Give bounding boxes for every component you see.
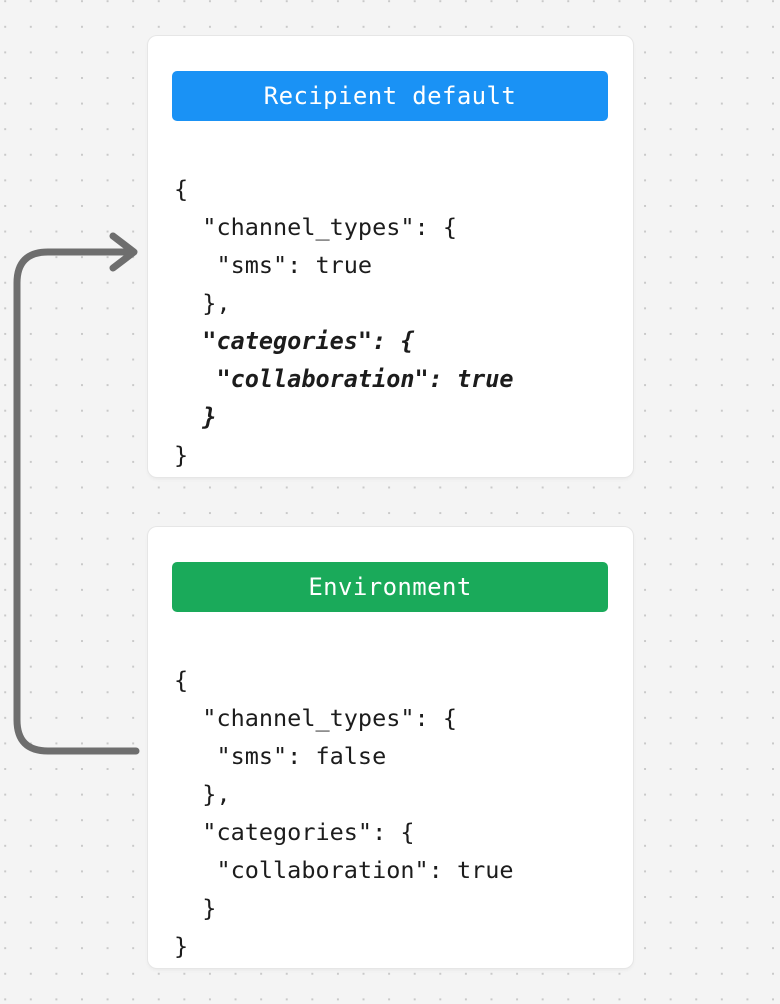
card-recipient-default[interactable]: Recipient default { "channel_types": { "… [148, 36, 633, 477]
card-header-label: Environment [308, 573, 472, 601]
code-line: "sms": true [174, 250, 373, 279]
code-line: } [174, 931, 189, 960]
json-code-recipient-default: { "channel_types": { "sms": true }, "cat… [174, 170, 619, 474]
code-line: }, [174, 288, 231, 317]
code-line: "categories": { [174, 326, 415, 355]
code-line: } [174, 402, 217, 431]
code-line: "collaboration": true [174, 855, 514, 884]
code-line: { [174, 174, 189, 203]
code-line: "sms": false [174, 741, 387, 770]
override-arrow [13, 232, 140, 755]
code-line: } [174, 893, 217, 922]
card-header-recipient-default: Recipient default [172, 71, 608, 121]
code-line: }, [174, 779, 231, 808]
arrowhead-icon [109, 232, 138, 272]
code-line: } [174, 440, 189, 469]
code-line: { [174, 665, 189, 694]
code-line: "channel_types": { [174, 703, 457, 732]
arrow-path [13, 248, 140, 755]
json-code-environment: { "channel_types": { "sms": false }, "ca… [174, 661, 619, 965]
card-header-label: Recipient default [263, 82, 517, 110]
code-line: "channel_types": { [174, 212, 457, 241]
card-header-environment: Environment [172, 562, 608, 612]
code-line: "collaboration": true [174, 364, 514, 393]
code-line: "categories": { [174, 817, 415, 846]
card-environment[interactable]: Environment { "channel_types": { "sms": … [148, 527, 633, 968]
